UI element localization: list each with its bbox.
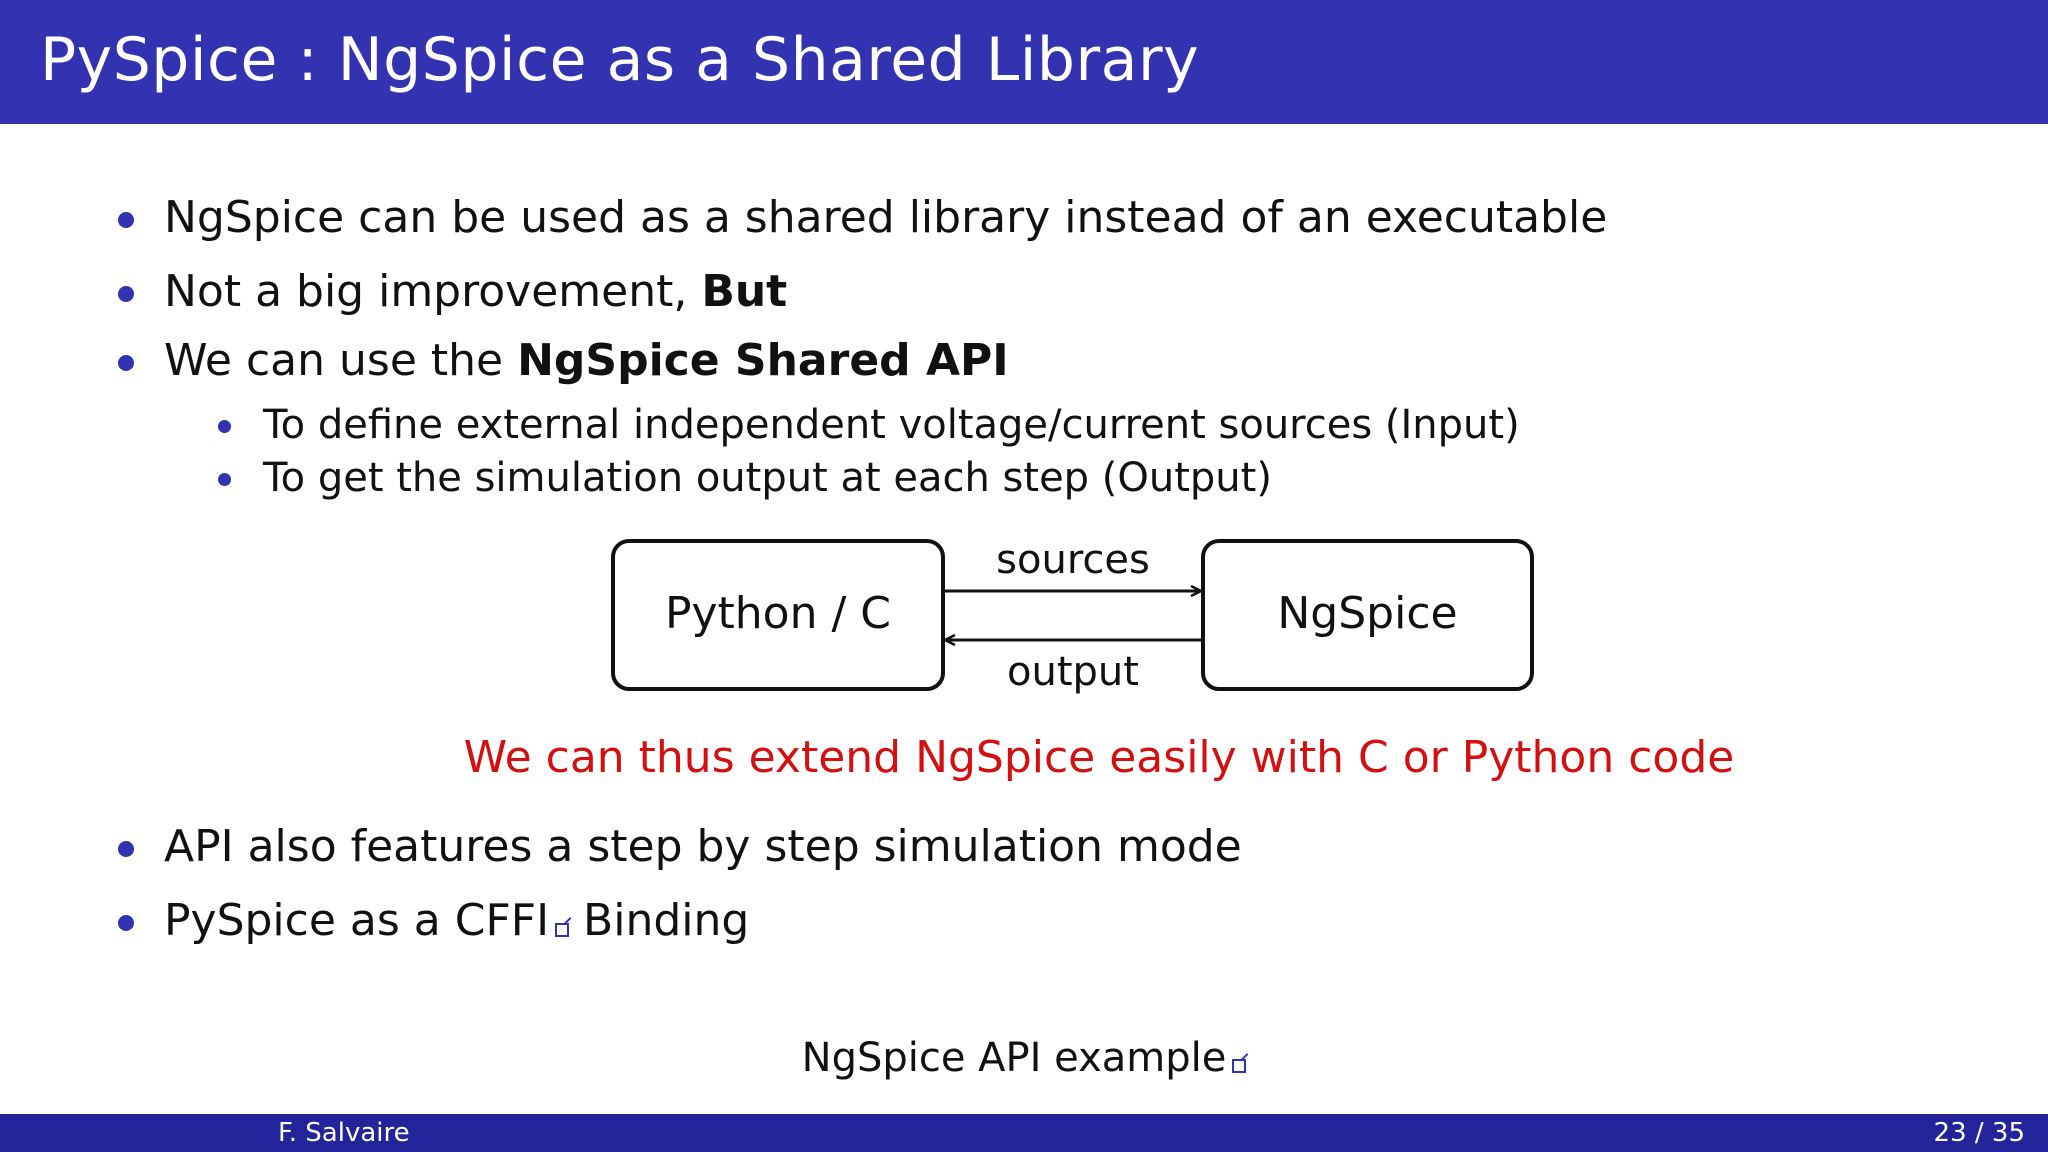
cffi-link[interactable]: PySpice as a CFFI [164,895,550,946]
bullet-dot [118,355,134,371]
bullet-dot [118,212,134,228]
ngspice-api-example-link[interactable]: NgSpice API example [0,1038,2048,1078]
sub-bullet-text: To get the simulation output at each ste… [263,455,1272,501]
bullet-text-strong: NgSpice Shared API [517,335,1009,386]
external-link-icon[interactable] [1232,1059,1247,1073]
bullet-dot [118,915,134,931]
bullet-text-plain: Not a big improvement, [164,266,702,317]
footer-bar: F. Salvaire 23 / 35 [0,1114,2048,1152]
bullet-text-plain: Binding [569,895,750,946]
bullet-text-strong: But [701,266,788,317]
sub-bullet-text: To define external independent voltage/c… [263,402,1520,448]
bullet-dot [118,841,134,857]
highlight-text: We can thus extend NgSpice easily with C… [463,732,1735,783]
bullet-text: Not a big improvement, But [164,270,787,314]
bullet-text: API also features a step by step simulat… [164,821,1242,872]
bullet-text: NgSpice can be used as a shared library … [164,192,1608,243]
slide-title: PySpice : NgSpice as a Shared Library [40,25,1200,95]
bullet-dot [118,286,134,302]
python-c-label: Python / C [664,588,892,639]
bullet-dot [218,420,231,433]
title-bar: PySpice : NgSpice as a Shared Library [0,0,2048,124]
sources-label: sources [996,537,1150,583]
external-link-icon[interactable] [555,923,570,937]
footer-page-number: 23 / 35 [1933,1118,2025,1148]
bullet-dot [218,473,231,486]
ngspice-label: NgSpice [1277,588,1458,639]
footer-author: F. Salvaire [278,1118,410,1148]
bullet-text: We can use the NgSpice Shared API [164,339,1009,383]
ngspice-api-example-text[interactable]: NgSpice API example [801,1035,1227,1081]
bullet-text: PySpice as a CFFI Binding [164,899,749,943]
bullet-text-plain: We can use the [164,335,518,386]
output-label: output [1007,649,1139,695]
